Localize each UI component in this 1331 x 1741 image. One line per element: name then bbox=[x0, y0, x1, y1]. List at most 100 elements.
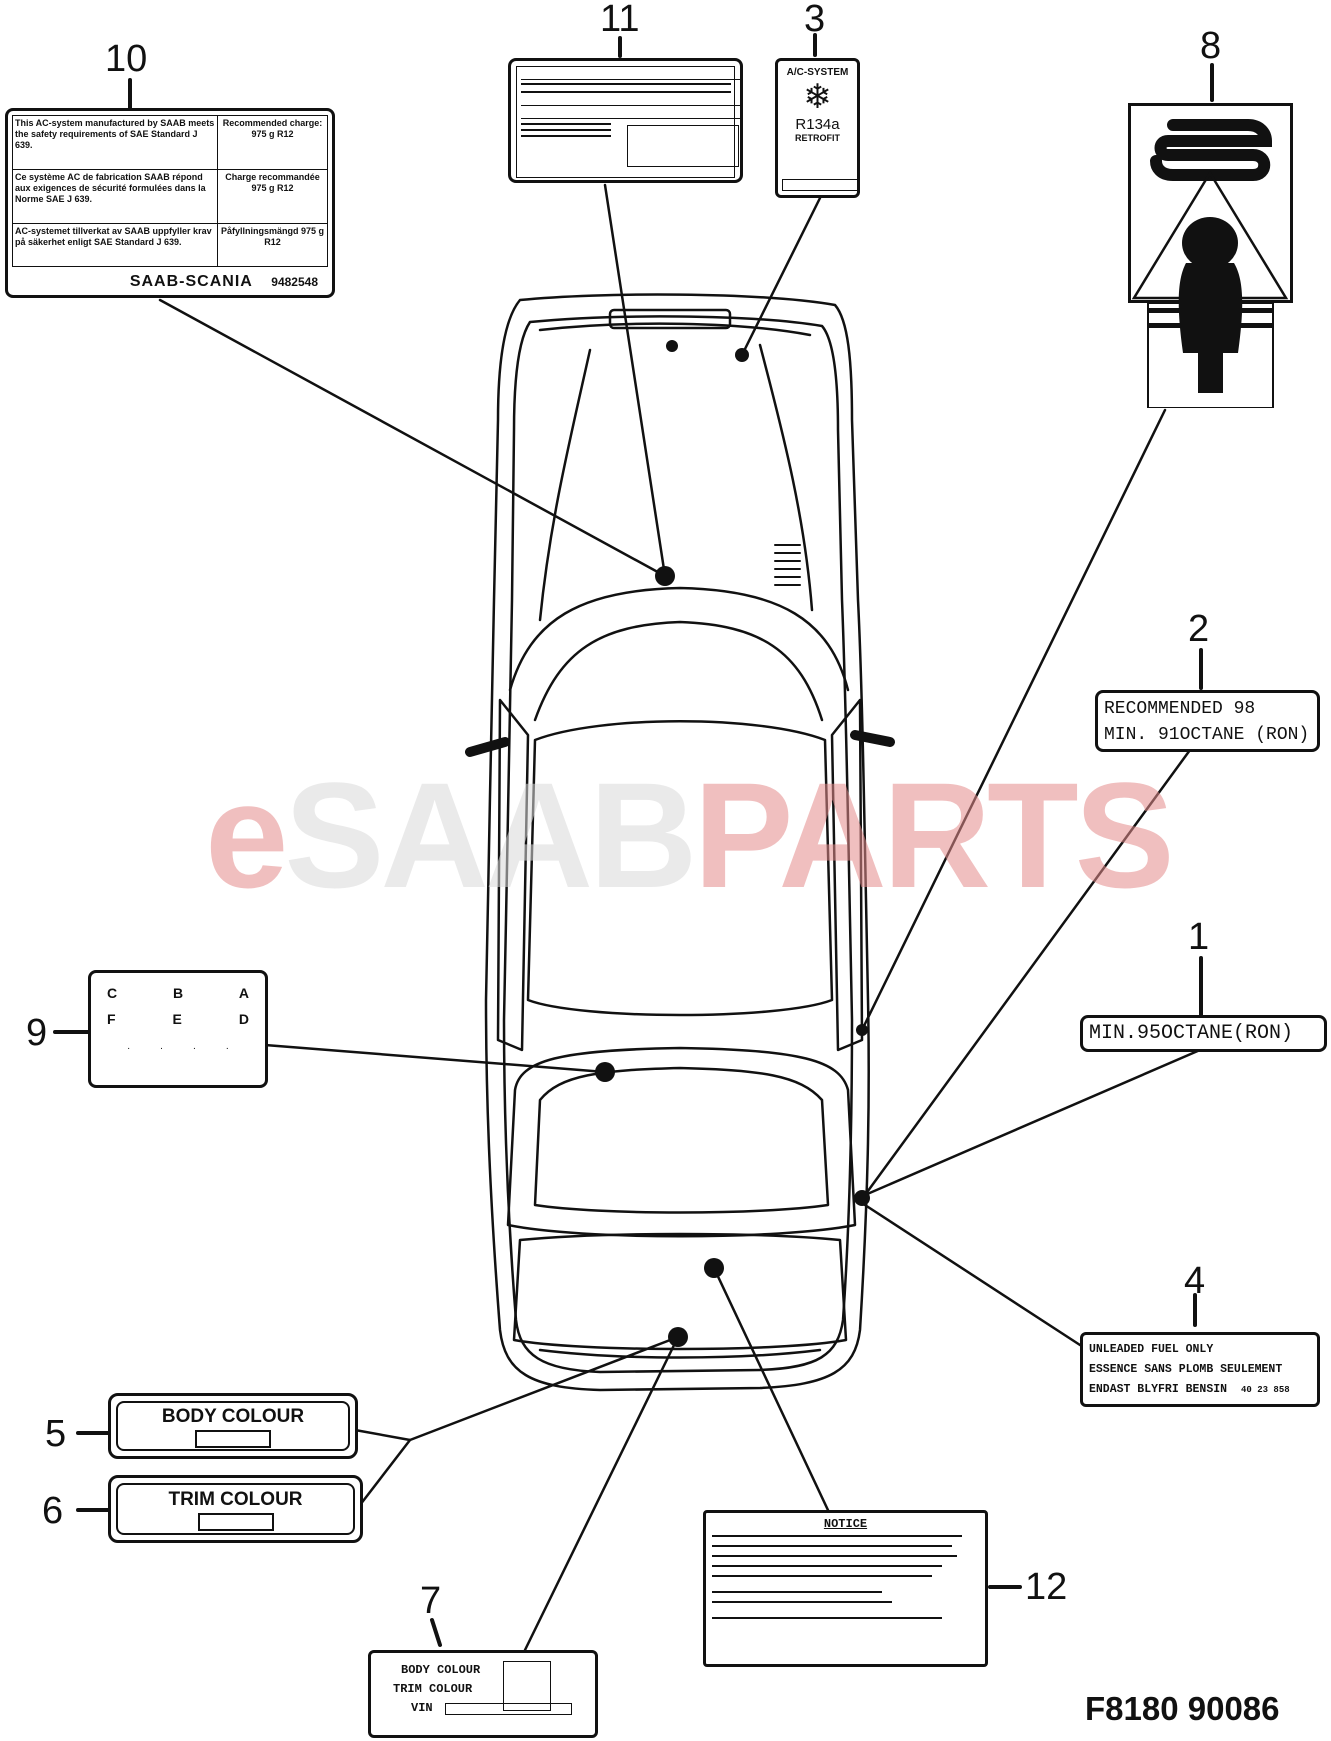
leader-line-1 bbox=[863, 1048, 1202, 1197]
label-4-unleaded-fuel: UNLEADED FUEL ONLY ESSENCE SANS PLOMB SE… bbox=[1080, 1332, 1320, 1407]
saab-s-logo-icon bbox=[1150, 119, 1273, 181]
label-9-a: A bbox=[238, 985, 249, 1001]
hood-front-edge bbox=[538, 322, 812, 337]
label-4-line3: ENDAST BLYFRI BENSIN bbox=[1089, 1383, 1228, 1396]
callout-number-6: 6 bbox=[42, 1490, 64, 1532]
label-10-row1-left: This AC-system manufactured by SAAB meet… bbox=[13, 116, 218, 170]
label-9-tyre-pressure: C B A F E D ···· bbox=[88, 970, 268, 1088]
hood-crease-right bbox=[758, 343, 814, 612]
label-9-b: B bbox=[172, 985, 184, 1001]
callout-number-10: 10 bbox=[105, 38, 148, 80]
label-9-d: D bbox=[238, 1011, 249, 1027]
label-12-title: NOTICE bbox=[823, 1517, 868, 1531]
label-12-spare-wheel-notice: NOTICE bbox=[703, 1510, 988, 1667]
location-dot-b-pillar bbox=[595, 1062, 615, 1082]
label-3-title: A/C-SYSTEM bbox=[786, 67, 849, 78]
callout-number-12: 12 bbox=[1025, 1566, 1068, 1608]
label-9-f: F bbox=[107, 1011, 116, 1027]
callout-number-7: 7 bbox=[420, 1580, 442, 1622]
label-10-ac-system-charge: This AC-system manufactured by SAAB meet… bbox=[5, 108, 335, 298]
leader-line-3 bbox=[740, 196, 822, 357]
watermark: eSAABPARTS bbox=[205, 751, 1175, 919]
callout-number-1: 1 bbox=[1188, 916, 1210, 958]
callout-number-11: 11 bbox=[600, 0, 640, 40]
location-dot-front-hood bbox=[666, 340, 678, 352]
label-5-text: BODY COLOUR bbox=[161, 1406, 305, 1427]
front-grille bbox=[608, 308, 732, 330]
label-6-value-box bbox=[197, 1513, 274, 1531]
label-10-row3-right: Påfyllningsmängd 975 g R12 bbox=[220, 226, 325, 247]
label-2-recommended-octane: RECOMMENDED 98 MIN. 91OCTANE (RON) bbox=[1095, 690, 1320, 752]
label-5-body-colour: BODY COLOUR bbox=[108, 1393, 358, 1459]
snowflake-icon: ❄ bbox=[803, 78, 832, 116]
label-10-row2-right: Charge recommandée 975 g R12 bbox=[218, 170, 327, 224]
right-side-window bbox=[830, 698, 864, 1052]
label-2-line2: MIN. 91OCTANE (RON) bbox=[1104, 725, 1310, 745]
location-dot-trunk-center bbox=[704, 1258, 724, 1278]
label-10-row2-left: Ce système AC de fabrication SAAB répond… bbox=[13, 170, 218, 224]
leader-line-2 bbox=[863, 748, 1192, 1197]
label-7-line1: BODY COLOUR bbox=[401, 1663, 481, 1677]
label-10-code: 9482548 bbox=[271, 275, 318, 289]
leader-line-10 bbox=[158, 298, 667, 578]
label-4-line1: UNLEADED FUEL ONLY bbox=[1089, 1343, 1214, 1356]
location-dot-windshield bbox=[655, 566, 675, 586]
windshield-outer bbox=[508, 586, 850, 692]
label-3-sub: RETROFIT bbox=[795, 133, 840, 143]
cowl-vent bbox=[774, 544, 801, 586]
label-4-line2: ESSENCE SANS PLOMB SEULEMENT bbox=[1089, 1363, 1283, 1376]
label-3-code: R134a bbox=[795, 116, 840, 133]
leader-line-6 bbox=[358, 1438, 412, 1507]
callout-number-3: 3 bbox=[804, 0, 826, 40]
label-7-line2: TRIM COLOUR bbox=[393, 1682, 473, 1696]
callout-number-5: 5 bbox=[45, 1413, 67, 1455]
leader-line-12 bbox=[712, 1266, 837, 1527]
leader-line-11 bbox=[603, 183, 667, 578]
label-8-graphic bbox=[1131, 119, 1289, 408]
label-1-min-octane: MIN.95OCTANE(RON) bbox=[1080, 1015, 1327, 1052]
label-2-line1: RECOMMENDED 98 bbox=[1104, 699, 1256, 719]
location-dot-hood-ac bbox=[735, 348, 749, 362]
label-6-text: TRIM COLOUR bbox=[168, 1489, 303, 1510]
label-8-child-airbag-warning bbox=[1128, 103, 1293, 408]
callout-number-8: 8 bbox=[1200, 25, 1222, 67]
label-7-line3: VIN bbox=[411, 1701, 433, 1715]
label-7-colour-vin-plate: BODY COLOUR TRIM COLOUR VIN bbox=[368, 1650, 598, 1738]
left-side-window bbox=[496, 698, 530, 1052]
tick-7 bbox=[430, 1618, 442, 1647]
leader-line-8 bbox=[860, 408, 1167, 1032]
label-3-ac-refrigerant: A/C-SYSTEM ❄ R134a RETROFIT bbox=[775, 58, 860, 198]
leader-line-4 bbox=[863, 1203, 1082, 1347]
leader-line-7 bbox=[523, 1335, 680, 1652]
location-dot-fuel-flap bbox=[854, 1190, 870, 1206]
leader-line-9 bbox=[263, 1043, 607, 1074]
right-mirror bbox=[850, 730, 895, 747]
roof bbox=[526, 720, 834, 1017]
hood-crease-left bbox=[538, 348, 592, 622]
label-10-row3-left: AC-systemet tillverkat av SAAB uppfyller… bbox=[13, 224, 218, 266]
callout-number-2: 2 bbox=[1188, 608, 1210, 650]
leader-line-56-join bbox=[408, 1335, 680, 1442]
label-10-row1-right: Recommended charge: 975 g R12 bbox=[218, 116, 327, 170]
callout-number-4: 4 bbox=[1184, 1260, 1206, 1302]
rear-bumper bbox=[538, 1348, 822, 1359]
label-7-vin-box bbox=[444, 1702, 572, 1715]
label-6-trim-colour: TRIM COLOUR bbox=[108, 1475, 363, 1543]
car-body-outline bbox=[484, 293, 870, 1392]
location-dot-rear-door bbox=[856, 1024, 868, 1036]
trunk-lid bbox=[512, 1232, 848, 1351]
child-figure-icon bbox=[1178, 217, 1243, 393]
label-5-value-box bbox=[195, 1430, 271, 1448]
label-4-code: 40 23 858 bbox=[1241, 1385, 1290, 1395]
windshield-inner bbox=[533, 620, 824, 722]
label-9-e: E bbox=[172, 1011, 182, 1027]
rear-window-inner bbox=[533, 1066, 830, 1214]
left-mirror bbox=[465, 737, 510, 757]
label-9-c: C bbox=[107, 985, 118, 1001]
label-10-brand: SAAB-SCANIA bbox=[129, 273, 253, 290]
leader-line-5 bbox=[353, 1428, 412, 1442]
figure-id: F8180 90086 bbox=[1085, 1690, 1280, 1727]
label-11-warning-label bbox=[508, 58, 743, 183]
location-dot-trunk-edge bbox=[668, 1327, 688, 1347]
